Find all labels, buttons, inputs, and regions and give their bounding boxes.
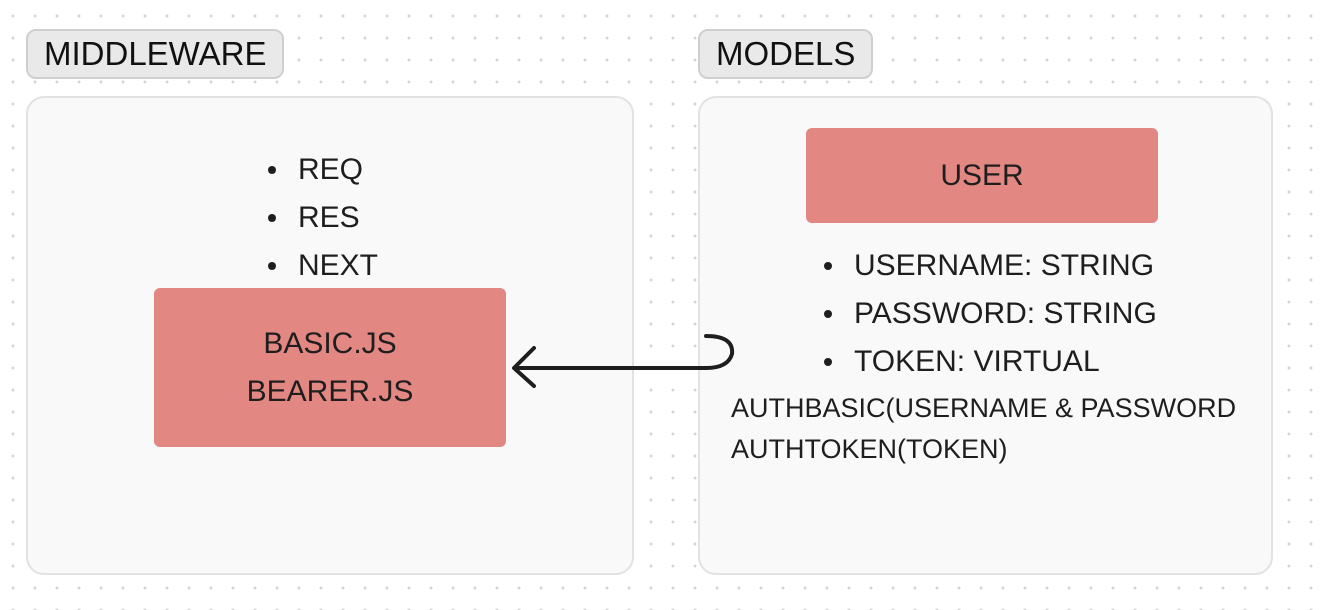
entity-label: USER: [940, 159, 1024, 192]
list-item: TOKEN: VIRTUAL: [818, 338, 1157, 386]
file-label-basic: BASIC.JS: [263, 327, 397, 360]
field-label: TOKEN: VIRTUAL: [854, 345, 1100, 378]
list-item: RES: [262, 194, 378, 242]
method-line-authbasic: AUTHBASIC(USERNAME & PASSWORD: [731, 393, 1237, 423]
bullet-icon: [268, 262, 276, 270]
list-item: REQ: [262, 146, 378, 194]
list-item: NEXT: [262, 242, 378, 290]
middleware-files-box: BASIC.JS BEARER.JS: [154, 288, 506, 447]
param-label: NEXT: [298, 249, 379, 282]
user-field-list: USERNAME: STRING PASSWORD: STRING TOKEN:…: [818, 242, 1157, 386]
bullet-icon: [268, 166, 276, 174]
param-label: REQ: [298, 153, 364, 186]
field-label: USERNAME: STRING: [854, 249, 1155, 282]
bullet-icon: [824, 358, 832, 366]
middleware-param-list: REQ RES NEXT: [262, 146, 378, 290]
bullet-icon: [268, 214, 276, 222]
middleware-tag: MIDDLEWARE: [26, 29, 285, 79]
file-label-bearer: BEARER.JS: [246, 375, 414, 408]
arrow-line: [514, 334, 735, 370]
arrow-head-icon: [512, 346, 536, 388]
models-tag: MODELS: [698, 29, 874, 79]
param-label: RES: [298, 201, 360, 234]
user-entity-box: USER: [806, 128, 1158, 223]
field-label: PASSWORD: STRING: [854, 297, 1157, 330]
list-item: PASSWORD: STRING: [818, 290, 1157, 338]
list-item: USERNAME: STRING: [818, 242, 1157, 290]
bullet-icon: [824, 310, 832, 318]
bullet-icon: [824, 262, 832, 270]
method-line-authtoken: AUTHTOKEN(TOKEN): [731, 434, 1008, 464]
